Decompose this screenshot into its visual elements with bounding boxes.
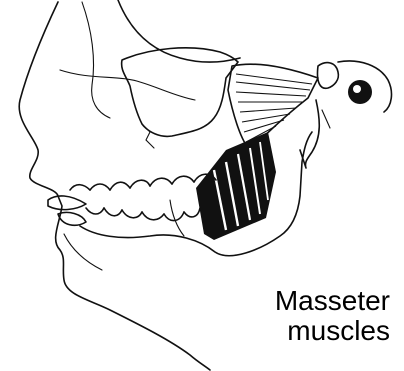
cheek-contour [60, 70, 195, 100]
upper-lip [48, 196, 86, 210]
mandible-outline [80, 132, 312, 256]
ear-canal [348, 80, 372, 104]
brow-line [82, 2, 110, 118]
lower-lip [58, 212, 86, 225]
face-profile [19, 2, 210, 370]
upper-teeth [70, 174, 216, 190]
chin-contour [64, 234, 102, 270]
lower-teeth [86, 208, 200, 221]
masseter-upper [228, 64, 318, 150]
arch-fracture-edge [142, 124, 154, 148]
jaw-line [170, 200, 184, 236]
caption-line-1: Masseter [275, 286, 390, 316]
masseter-lower [196, 132, 276, 240]
caption: Masseter muscles [275, 286, 390, 346]
caption-line-2: muscles [275, 316, 390, 346]
